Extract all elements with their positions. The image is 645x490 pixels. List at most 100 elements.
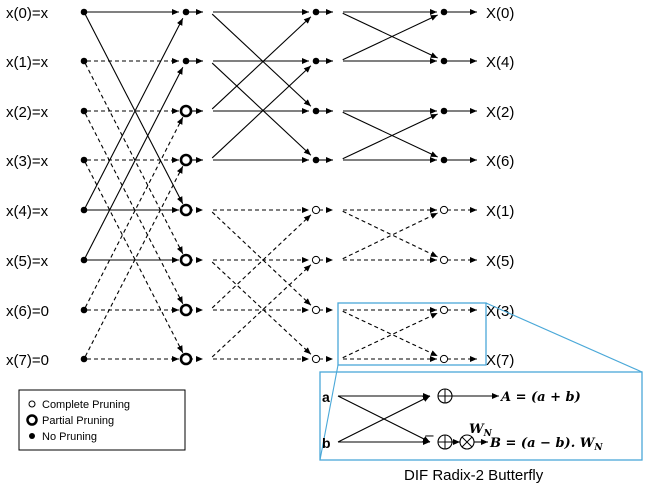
butterfly-input-b: b xyxy=(322,435,331,451)
complete-pruning-icon xyxy=(28,400,36,408)
flow-edge xyxy=(342,12,438,59)
flow-edge xyxy=(211,13,312,107)
multiplier-icon xyxy=(459,434,475,450)
input-labels: x(0)=x x(1)=x x(2)=x x(3)=x x(4)=x x(5)=… xyxy=(6,5,49,369)
flow-edge xyxy=(211,264,312,358)
complete-pruning-node xyxy=(439,255,449,265)
flow-edge xyxy=(342,212,438,260)
flow-edge xyxy=(342,111,438,158)
no-pruning-node xyxy=(80,107,88,115)
no-pruning-node xyxy=(312,8,320,16)
flow-edge xyxy=(211,211,312,306)
legend-complete-label: Complete Pruning xyxy=(42,399,130,411)
no-pruning-node xyxy=(440,107,448,115)
input-label: x(2)=x xyxy=(6,104,49,121)
input-label: x(5)=x xyxy=(6,253,49,270)
legend: Complete Pruning Partial Pruning No Prun… xyxy=(18,389,186,451)
no-pruning-node xyxy=(312,156,320,164)
twiddle-label: WN xyxy=(469,422,493,439)
partial-pruning-node xyxy=(179,253,193,267)
flow-edge xyxy=(84,14,184,205)
flow-edge xyxy=(211,261,312,355)
no-pruning-node xyxy=(312,107,320,115)
flow-edge xyxy=(211,214,312,309)
output-label: X(3) xyxy=(486,303,514,320)
input-label: x(1)=x xyxy=(6,54,49,71)
flow-edge xyxy=(211,65,312,159)
flow-edge xyxy=(84,17,184,208)
flow-edge xyxy=(211,16,312,110)
no-pruning-node xyxy=(182,8,190,16)
output-label: X(6) xyxy=(486,153,514,170)
zoom-source-box xyxy=(337,302,487,366)
flow-edge xyxy=(84,165,184,357)
zoom-callout xyxy=(319,302,643,461)
complete-pruning-node xyxy=(439,354,449,364)
legend-box xyxy=(18,389,186,451)
flow-edge xyxy=(342,210,438,258)
flow-edge xyxy=(84,66,184,258)
complete-pruning-node xyxy=(311,305,321,315)
output-labels: X(0) X(4) X(2) X(6) X(1) X(5) X(3) X(7) xyxy=(486,5,514,369)
partial-pruning-node xyxy=(179,303,193,317)
no-pruning-node xyxy=(80,156,88,164)
complete-pruning-node xyxy=(439,205,449,215)
output-label: X(2) xyxy=(486,104,514,121)
no-pruning-node xyxy=(80,57,88,65)
butterfly-caption: DIF Radix-2 Butterfly xyxy=(404,467,544,484)
no-pruning-node xyxy=(80,206,88,214)
no-pruning-node xyxy=(440,156,448,164)
adder-icon xyxy=(437,388,453,404)
complete-pruning-node xyxy=(311,205,321,215)
no-pruning-node xyxy=(80,306,88,314)
legend-partial-label: Partial Pruning xyxy=(42,415,114,427)
output-label: X(0) xyxy=(486,5,514,22)
no-pruning-node xyxy=(312,57,320,65)
no-pruning-node xyxy=(440,8,448,16)
zoom-detail-box xyxy=(319,371,643,461)
partial-pruning-node xyxy=(179,203,193,217)
flow-edge xyxy=(84,63,184,255)
output-label: X(7) xyxy=(486,352,514,369)
complete-pruning-node xyxy=(439,305,449,315)
input-label: x(7)=0 xyxy=(6,352,49,369)
flow-edge xyxy=(84,113,184,305)
flow-edge xyxy=(84,116,184,308)
no-pruning-node xyxy=(440,57,448,65)
butterfly-edge xyxy=(337,395,431,443)
input-label: x(4)=x xyxy=(6,203,49,220)
butterfly-detail: a b − WN A = (a + b) B = (a − b). WN DIF… xyxy=(322,388,603,484)
partial-pruning-icon xyxy=(26,414,38,426)
output-equation-a: A = (a + b) xyxy=(499,390,581,405)
partial-pruning-node xyxy=(179,104,193,118)
zoom-connector-right xyxy=(485,302,643,373)
signal-nodes xyxy=(80,8,449,366)
adder-icon xyxy=(437,434,453,450)
partial-pruning-node xyxy=(179,352,193,366)
input-label: x(6)=0 xyxy=(6,303,49,320)
input-label: x(0)=x xyxy=(6,5,49,22)
flow-edge xyxy=(84,162,184,354)
input-label: x(3)=x xyxy=(6,153,49,170)
no-pruning-node xyxy=(80,8,88,16)
output-label: X(5) xyxy=(486,253,514,270)
complete-pruning-node xyxy=(311,354,321,364)
output-equation-b: B = (a − b). WN xyxy=(489,436,603,453)
no-pruning-node xyxy=(80,355,88,363)
minus-sign: − xyxy=(424,429,435,444)
no-pruning-node xyxy=(182,57,190,65)
output-label: X(1) xyxy=(486,203,514,220)
flow-edge xyxy=(342,14,438,61)
partial-pruning-node xyxy=(179,153,193,167)
flow-edge xyxy=(342,312,438,359)
zoom-connector-left xyxy=(319,364,339,461)
complete-pruning-node xyxy=(311,255,321,265)
no-pruning-node xyxy=(80,256,88,264)
flow-edge xyxy=(342,310,438,357)
output-label: X(4) xyxy=(486,54,514,71)
signal-edges xyxy=(84,9,477,362)
flow-edge xyxy=(211,62,312,156)
legend-none-label: No Pruning xyxy=(42,431,97,443)
flow-edge xyxy=(342,113,438,160)
